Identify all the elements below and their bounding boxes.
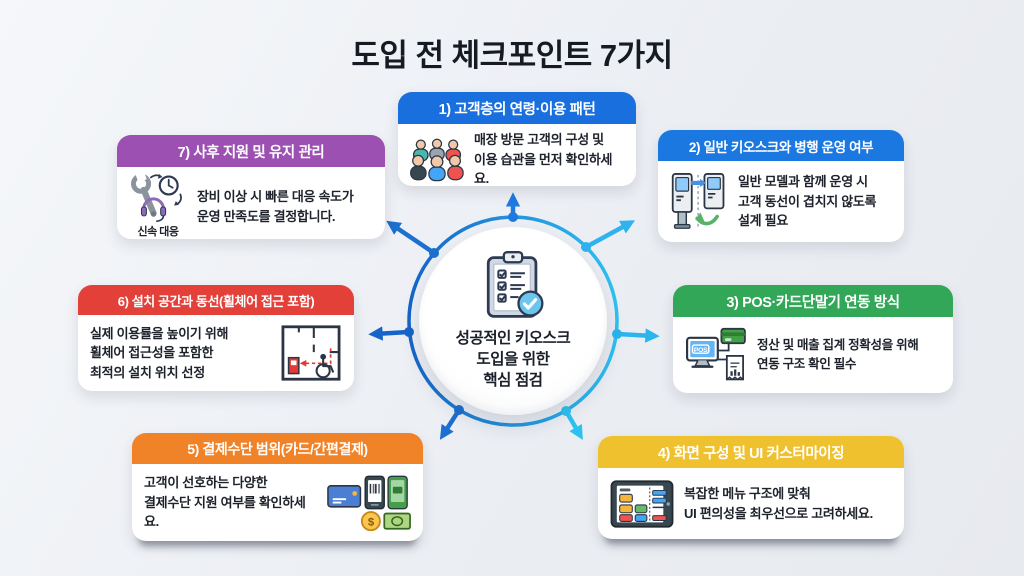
- card-1-body: 매장 방문 고객의 구성 및 이용 습관을 먼저 확인하세요.: [474, 132, 613, 186]
- svg-text:POS: POS: [694, 347, 708, 354]
- card-installation-space: 6) 설치 공간과 동선(휠체어 접근 포함) 실제 이용률을 높이기 위해 휠…: [78, 285, 354, 391]
- card-customer-pattern: 1) 고객층의 연령·이용 패턴 매장 방문 고객의 구성 및 이용 습관을 먼…: [398, 92, 636, 186]
- card-payment-methods: 5) 결제수단 범위(카드/간편결제) 고객이 선호하는 다양한 결제수단 지원…: [132, 433, 423, 541]
- card-2-header: 2) 일반 키오스크와 병행 운영 여부: [658, 130, 904, 161]
- arrow-right: [614, 328, 660, 343]
- maintenance-support-icon: [130, 173, 182, 223]
- card-5-header: 5) 결제수단 범위(카드/간편결제): [132, 433, 423, 464]
- card-2-body: 일반 모델과 함께 운영 시 고객 동선이 겹치지 않도록 설계 필요: [738, 174, 877, 229]
- arrow-up-right: [583, 220, 636, 250]
- svg-text:$: $: [368, 516, 375, 528]
- center-hub-text: 성공적인 키오스크 도입을 위한 핵심 점검: [455, 330, 571, 389]
- clipboard-check-icon: [486, 251, 544, 318]
- card-5-body: 고객이 선호하는 다양한 결제수단 지원 여부를 확인하세요.: [144, 475, 306, 530]
- card-after-support: 7) 사후 지원 및 유지 관리 신속 대응 장비 이상 시 빠른 대응: [117, 135, 385, 239]
- card-1-header: 1) 고객층의 연령·이용 패턴: [398, 92, 636, 124]
- card-parallel-operation: 2) 일반 키오스크와 병행 운영 여부 일반 모델과 함께 운영 시 고객 동…: [658, 130, 904, 242]
- dual-kiosk-icon: [671, 172, 725, 229]
- card-7-body: 장비 이상 시 빠른 대응 속도가 운영 만족도를 결정합니다.: [197, 189, 354, 224]
- arrow-left: [368, 326, 412, 341]
- ring-nodes: [404, 212, 622, 416]
- card-6-body: 실제 이용률을 높이기 위해 휠체어 접근성을 포함한 최적의 설치 위치 선정: [90, 325, 229, 380]
- card-7-caption: 신속 대응: [137, 226, 179, 238]
- people-group-icon: [410, 138, 464, 182]
- card-6-header: 6) 설치 공간과 동선(휠체어 접근 포함): [78, 285, 354, 315]
- card-ui-customizing: 4) 화면 구성 및 UI 커스터마이징 복잡한 메뉴 구조에 맞춰 UI 편: [598, 436, 904, 539]
- pos-terminal-icon: POS: [686, 327, 746, 381]
- payment-methods-icon: $: [327, 475, 411, 531]
- card-4-header: 4) 화면 구성 및 UI 커스터마이징: [598, 436, 904, 468]
- center-hub: 성공적인 키오스크 도입을 위한 핵심 점검: [419, 227, 607, 415]
- card-4-body: 복잡한 메뉴 구조에 맞춰 UI 편의성을 최우선으로 고려하세요.: [684, 486, 873, 521]
- card-3-header: 3) POS·카드단말기 연동 방식: [673, 285, 953, 317]
- card-pos-integration: 3) POS·카드단말기 연동 방식 POS 정산 및 매출 집계 정확성을 위…: [673, 285, 953, 393]
- floorplan-wheelchair-icon: [281, 325, 341, 381]
- arrow-up-left: [386, 220, 437, 256]
- tablet-ui-icon: [610, 479, 674, 528]
- card-3-body: 정산 및 매출 집계 정확성을 위해 연동 구조 확인 필수: [757, 338, 919, 371]
- page-title: 도입 전 체크포인트 7가지: [351, 38, 673, 73]
- card-7-header: 7) 사후 지원 및 유지 관리: [117, 135, 385, 167]
